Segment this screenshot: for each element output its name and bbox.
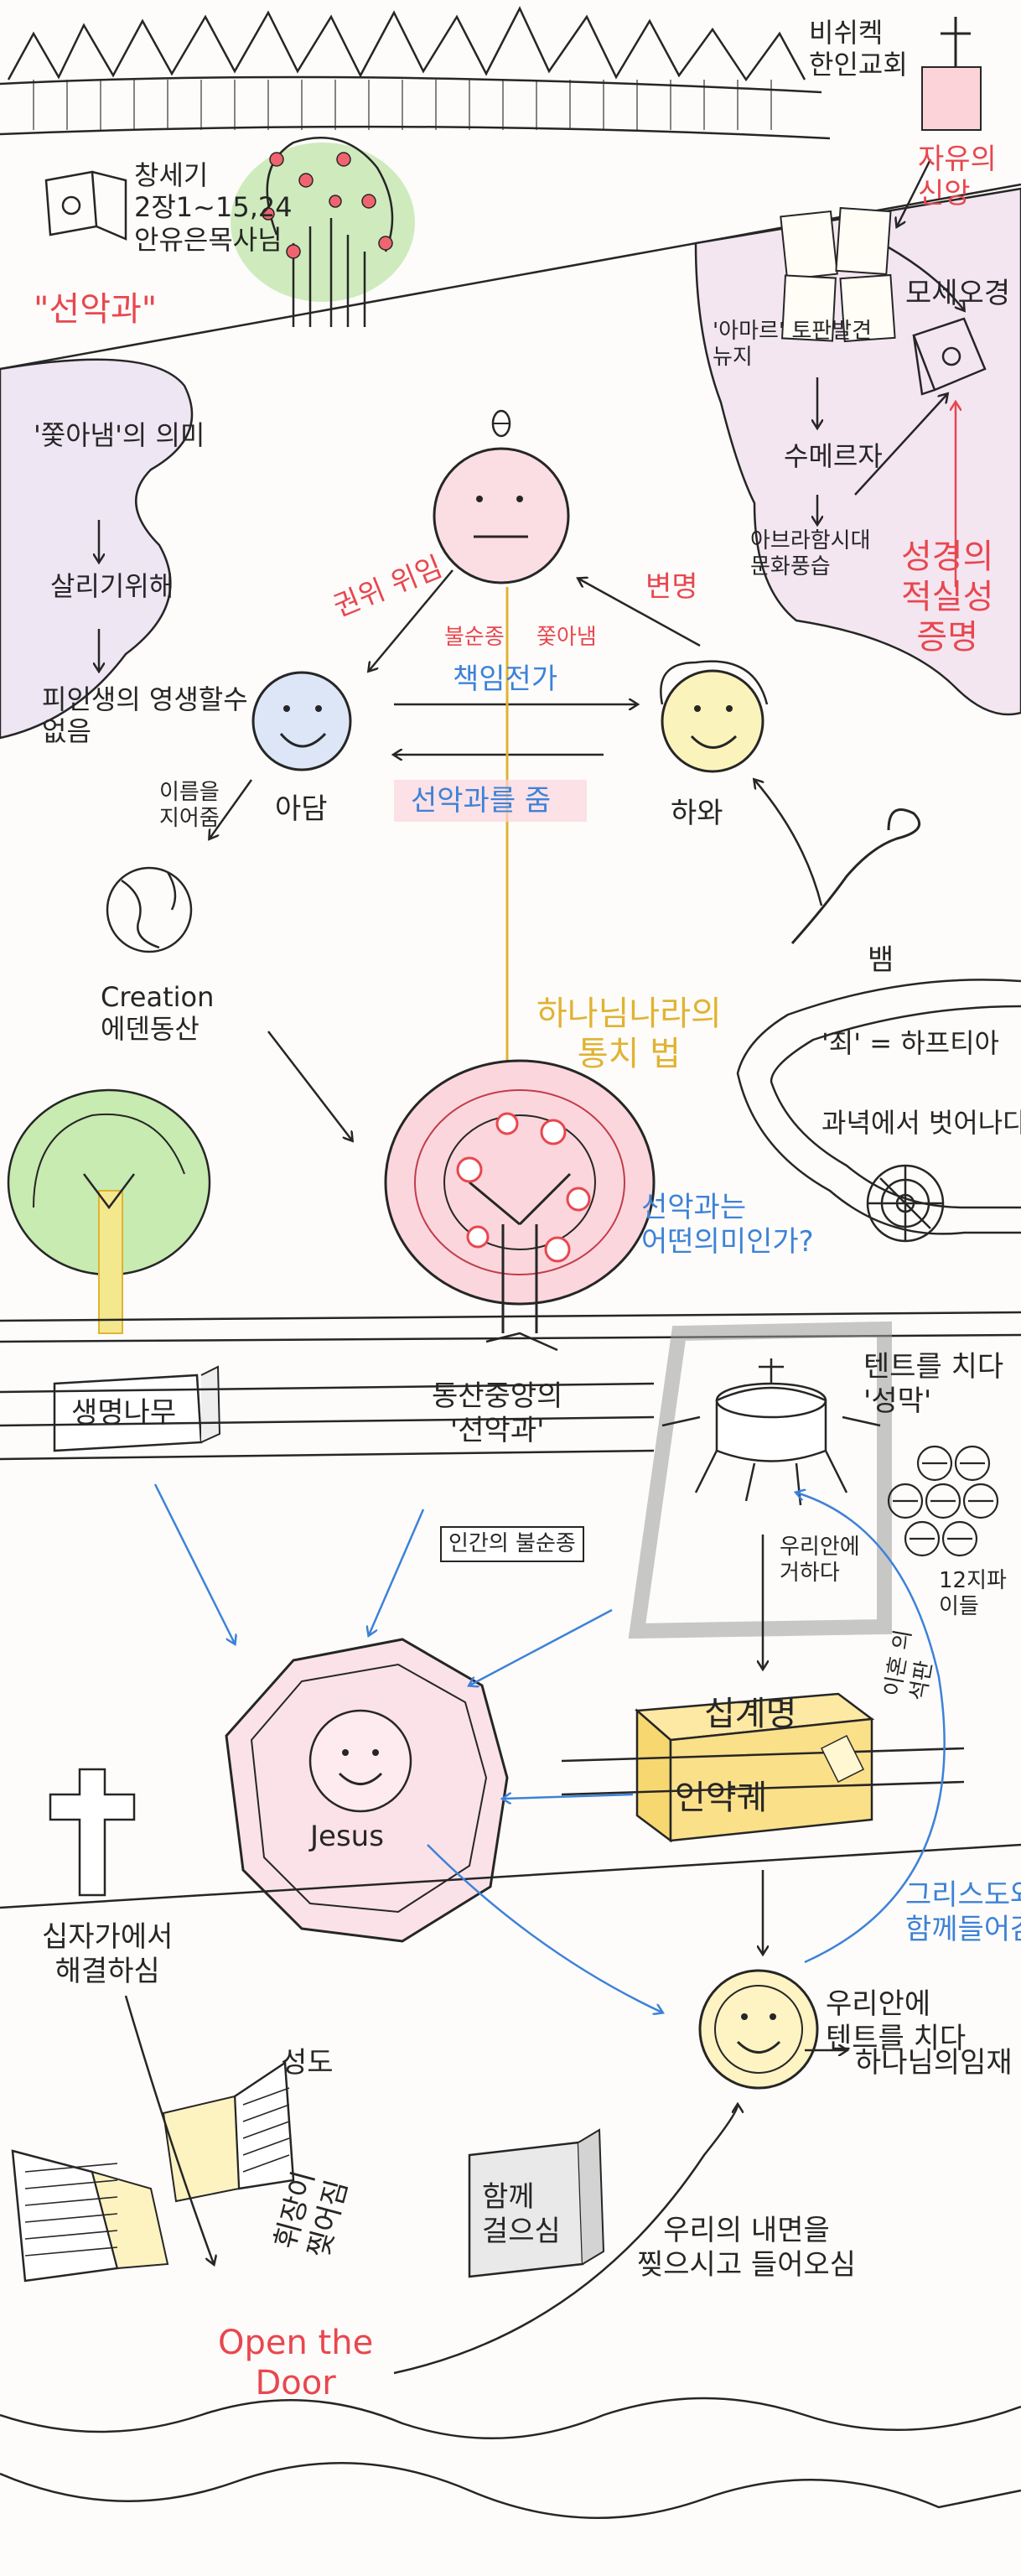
free-faith-label: 자유의 신앙 [918,143,997,210]
snake-label: 뱀 [868,943,894,977]
river-lines [736,979,1021,1235]
tree-of-life-label: 생명나무 [71,1396,177,1430]
blue-arrows [153,1483,946,2012]
tablets-label: '아마르' 토판발견 뉴지 [713,319,872,371]
mountain-band [0,6,1021,371]
eve-label: 하와 [671,797,723,830]
relation-arrows [210,569,823,1140]
right-region [694,187,1021,716]
open-door-label: Open the Door [218,2324,374,2402]
covenant-box-label: 언약궤 [675,1779,768,1817]
walk-together-box [468,2128,605,2278]
eternal-label: 피인생의 영생할수 없음 [42,683,248,748]
off-target-label: 과녁에서 벗어나다 [821,1107,1021,1139]
creation-label: Creation 에덴동산 [101,981,215,1046]
globe-icon [106,866,193,953]
name-it-label: 이름을 지어줌 [159,780,220,832]
with-christ-label: 그리스도와 함께들어감 [905,1878,1021,1946]
center-fruit-label: 동산중앙의 '선악과' [432,1379,563,1447]
expel-label: 쫓아냄 [536,625,597,650]
not-obey-label: 불순종 [444,625,505,650]
walk-together-label: 함께 걸으심 [482,2180,561,2248]
jesus-frame [225,1638,509,1943]
ten-commands-label: 십계명 [704,1695,797,1733]
dwell-label: 우리안에 거하다 [780,1535,860,1587]
lower-arrows [124,1535,847,2375]
torn-curtain [11,2060,295,2283]
tent-in-us-label: 우리안에 텐트를 치다 [826,1987,967,2055]
target-icon [866,1164,945,1243]
blame-label: 책임전가 [453,662,558,696]
cross-solve-label: 십자가에서 해결하심 [42,1920,174,1988]
tabernacle-frame [628,1321,892,1639]
eve-face [660,660,769,773]
meaning-label: '쫓아냄'의 의미 [34,419,205,451]
snake-icon [790,808,921,944]
fruit-tree-small [231,137,415,327]
bible-proof-label: 성경의 적실성 증명 [901,538,994,657]
abraham-label: 아브라함시대 문화풍습 [750,528,871,580]
what-meaning-label: 선악과는 어떤의미인가? [641,1191,814,1259]
fruit-title: "선악과" [34,290,158,329]
genesis-reference: 창세기 2장1~15,24 안유은목사님 [134,159,293,256]
clay-tablets-icon [780,206,896,343]
knowledge-tree [384,1059,656,1352]
kingdom-law-label: 하나님나라의 통치 법 [536,995,722,1073]
adam-face [251,671,352,771]
covenant-box [561,1692,965,1843]
god-presence-label: 하나님의임재 [855,2046,1013,2080]
saints-label: 성도 [281,2046,334,2080]
church-icon [921,17,982,131]
tree-of-life [7,1088,211,1334]
sin-definition: '죄' = 하프티아 [821,1027,999,1059]
sumer-label: 수메르자 [784,440,883,472]
inner-open-label: 우리의 내면을 찢으시고 들어오심 [637,2214,857,2282]
human-obey-label: 인간의 불순종 [440,1526,584,1563]
god-face [433,409,570,584]
eat-fruit-label: 선악과를 줌 [411,784,552,818]
history-arrows [817,158,964,524]
moses-label: 모세오경 [905,277,1011,310]
bottom-waves [0,2397,1021,2519]
to-live-label: 살리기위해 [50,570,174,602]
tribes-label: 12지파 이들 [939,1568,1007,1620]
eat-fruit-highlight [394,780,587,822]
church-label: 비쉬켁 한인교회 [809,17,908,81]
left-region [0,358,194,740]
open-bible-icon [912,317,987,396]
adam-label: 아담 [275,792,328,826]
cross-icon [0,1768,1021,1909]
tribe-faces [887,1445,999,1557]
presence-face [698,1969,819,2090]
excuse-label: 변명 [645,570,698,604]
tent-pitch-label: 텐트를 치다 '성막' [863,1350,1004,1418]
bible-book-icon [44,170,127,241]
jesus-label: Jesus [310,1820,384,1853]
